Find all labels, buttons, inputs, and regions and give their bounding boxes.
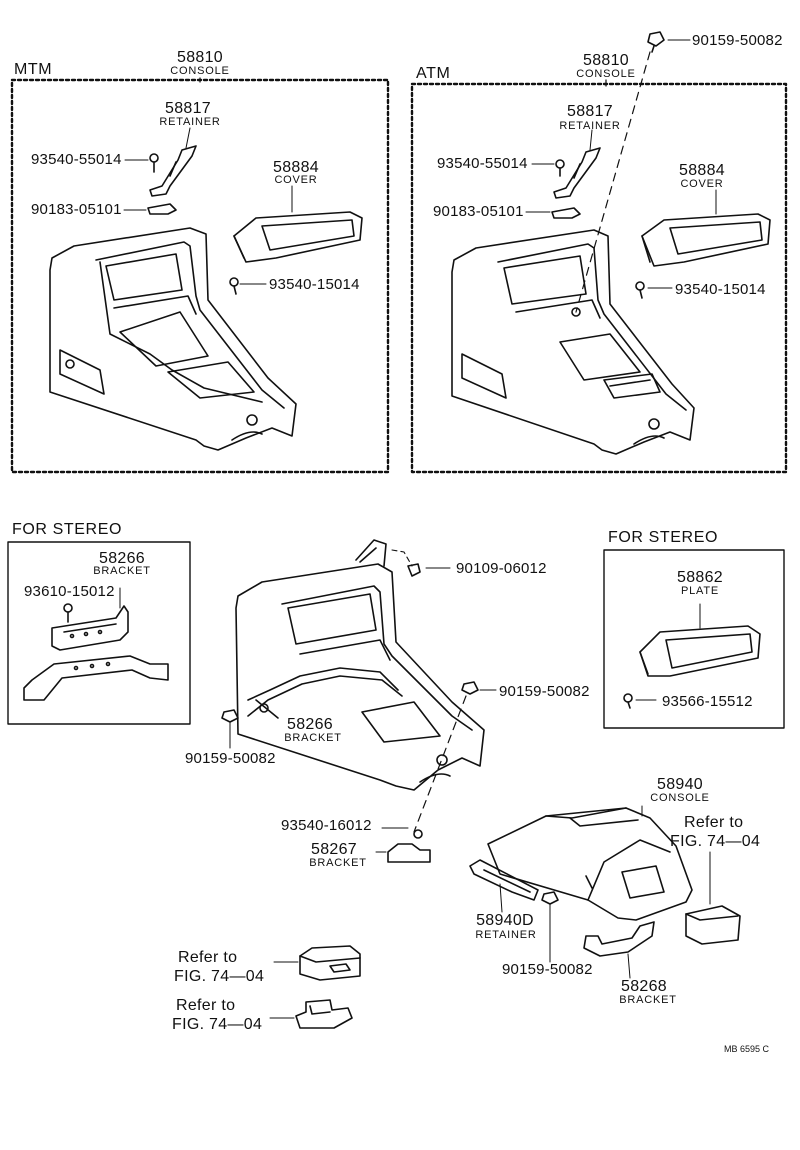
stereo-right-plate-58862 (639, 603, 761, 677)
center-screw-bottom-part-number: 93540-16012 (281, 817, 372, 834)
atm-clip-90183-05101 (525, 207, 581, 219)
mtm-retainer-name: RETAINER (159, 116, 221, 128)
rear-retainer-part-number: 58940D (476, 912, 534, 929)
atm-bolt-90159-50082 (647, 31, 691, 53)
rear-bracket-58268 (583, 921, 655, 979)
rear-console-lid-part (685, 851, 741, 945)
rear-console-part-number: 58940 (657, 776, 703, 793)
mtm-cover-part-number: 58884 (273, 159, 319, 176)
mtm-cover-58884 (233, 185, 363, 263)
atm-cover-name: COVER (680, 178, 724, 190)
center-bracket-name: BRACKET (284, 732, 342, 744)
atm-console-body (451, 229, 695, 455)
atm-cover-58884 (641, 189, 771, 267)
center-bolt-right-part-number: 90159-50082 (499, 683, 590, 700)
stereo-left-screw (63, 603, 73, 623)
center-console-body (235, 563, 485, 791)
stereo-left-screw-part-number: 93610-15012 (24, 583, 115, 600)
stereo-left-bracket-part-number: 58266 (99, 550, 145, 567)
center-bolt-top-part-number: 90109-06012 (456, 560, 547, 577)
section-stereo-right: FOR STEREO (608, 529, 719, 546)
center-bolt-left (221, 709, 239, 749)
rear-console-refer-line2: FIG. 74—04 (670, 833, 761, 850)
mtm-screw-a-part-number: 93540-55014 (31, 151, 122, 168)
stereo-left-frame (7, 541, 191, 725)
center-bracket2-name: BRACKET (309, 857, 367, 869)
bottom-ref-b-line2: FIG. 74—04 (172, 1016, 263, 1033)
rear-console-refer-line1: Refer to (684, 814, 744, 831)
atm-panel-frame (410, 82, 788, 474)
mtm-console-name: CONSOLE (170, 65, 230, 77)
section-stereo-left: FOR STEREO (12, 521, 123, 538)
rear-retainer-58940D (469, 859, 539, 913)
atm-retainer-part-number: 58817 (567, 103, 613, 120)
atm-clip-part-number: 90183-05101 (433, 203, 524, 220)
mtm-clip-part-number: 90183-05101 (31, 201, 122, 218)
center-bracket-58267 (375, 843, 431, 863)
stereo-left-support-bar (23, 655, 169, 701)
mtm-screw-b-part-number: 93540-15014 (269, 276, 360, 293)
mtm-retainer-part-number: 58817 (165, 100, 211, 117)
rear-bracket-name: BRACKET (619, 994, 677, 1006)
atm-retainer-58817 (553, 147, 601, 199)
drawing-code: MB 6595 C (724, 1044, 770, 1054)
mtm-screw-93540-55014 (124, 153, 159, 173)
center-bracket2-part-number: 58267 (311, 841, 357, 858)
rear-bolt-part-number: 90159-50082 (502, 961, 593, 978)
atm-bolt-top-part-number: 90159-50082 (692, 32, 783, 49)
atm-console-name: CONSOLE (576, 68, 636, 80)
rear-retainer-name: RETAINER (475, 929, 537, 941)
bottom-ref-a-line2: FIG. 74—04 (174, 968, 265, 985)
stereo-right-screw (623, 693, 657, 709)
rear-console-body (487, 807, 693, 921)
bottom-ref-part-b (269, 999, 353, 1029)
section-atm: ATM (416, 65, 451, 82)
center-bracket-top (355, 539, 387, 567)
section-mtm: MTM (14, 61, 53, 78)
mtm-screw-93540-15014 (229, 277, 267, 295)
stereo-right-screw-part-number: 93566-15512 (662, 693, 753, 710)
mtm-clip-90183-05101 (123, 203, 177, 215)
mtm-console-part-number: 58810 (177, 49, 223, 66)
atm-screw-a-part-number: 93540-55014 (437, 155, 528, 172)
mtm-console-body (49, 227, 297, 451)
stereo-right-plate-name: PLATE (680, 585, 720, 597)
bottom-ref-part-a (273, 945, 361, 981)
bottom-ref-b-line1: Refer to (176, 997, 236, 1014)
atm-cover-part-number: 58884 (679, 162, 725, 179)
atm-screw-93540-15014 (635, 281, 673, 299)
atm-console-part-number: 58810 (583, 52, 629, 69)
center-bracket-part-number: 58266 (287, 716, 333, 733)
stereo-left-bracket-name: BRACKET (93, 565, 151, 577)
stereo-right-frame (603, 549, 785, 729)
rear-console-name: CONSOLE (650, 792, 710, 804)
atm-screw-93540-55014 (531, 159, 565, 177)
rear-bolt (541, 891, 559, 963)
center-bolt-left-part-number: 90159-50082 (185, 750, 276, 767)
center-bolt-top (407, 563, 451, 577)
atm-screw-b-part-number: 93540-15014 (675, 281, 766, 298)
atm-retainer-name: RETAINER (559, 120, 621, 132)
center-bolt-right (461, 681, 497, 695)
rear-bracket-part-number: 58268 (621, 978, 667, 995)
mtm-panel-frame (10, 78, 390, 474)
mtm-cover-name: COVER (274, 174, 318, 186)
center-screw-bottom (381, 827, 423, 839)
stereo-right-plate-part-number: 58862 (677, 569, 723, 586)
bottom-ref-a-line1: Refer to (178, 949, 238, 966)
mtm-retainer-58817 (149, 145, 197, 197)
stereo-left-bracket-58266 (51, 587, 129, 651)
